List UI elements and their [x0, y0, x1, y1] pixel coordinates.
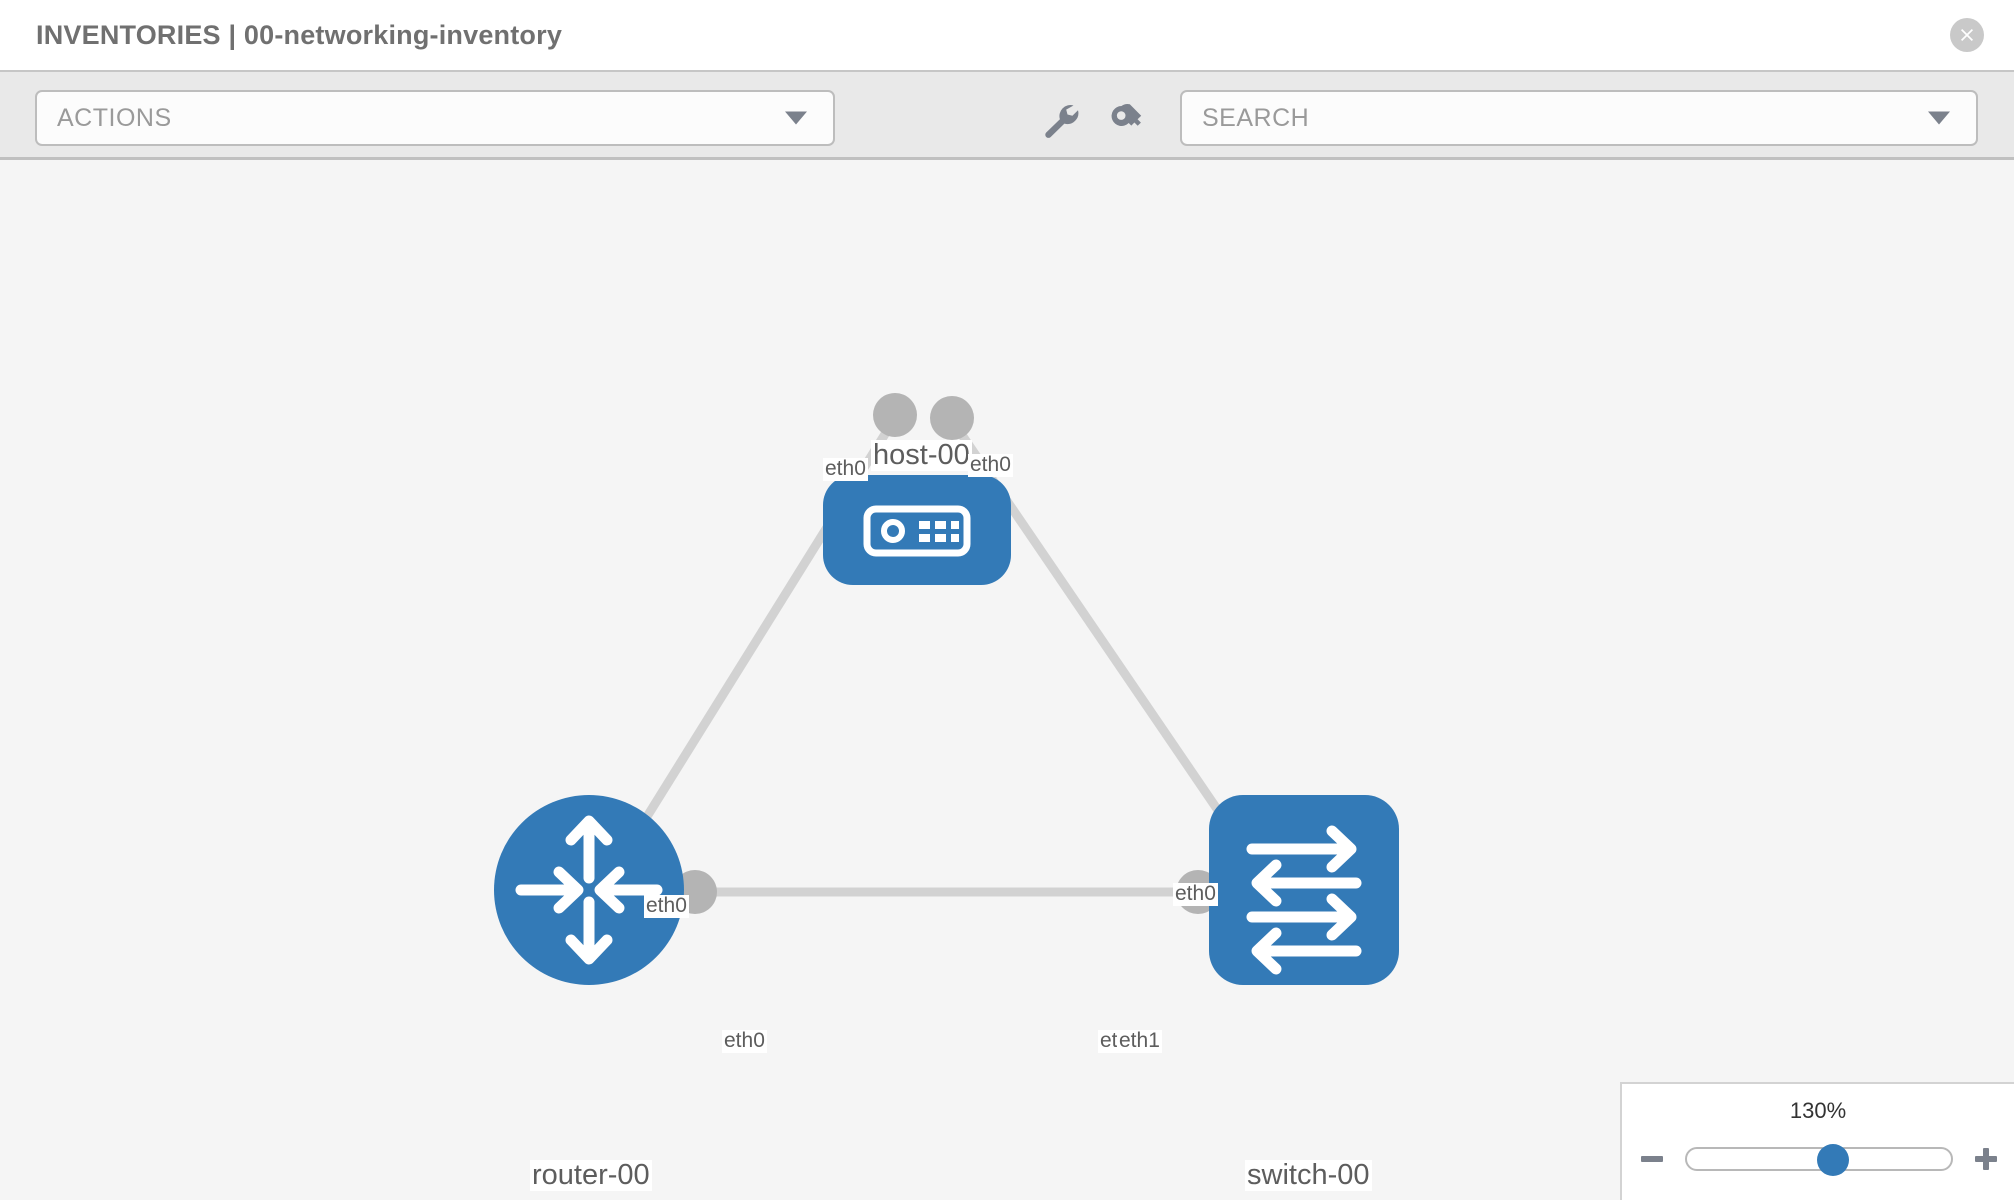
search-placeholder: SEARCH	[1202, 103, 1310, 132]
minus-icon[interactable]	[1635, 1142, 1669, 1176]
actions-dropdown-label: ACTIONS	[57, 103, 172, 132]
page-header: INVENTORIES | 00-networking-inventory	[0, 0, 2014, 70]
node-label-host-00: host-00	[871, 439, 972, 472]
router-arrows-icon	[515, 815, 663, 965]
port-label-switch-up: eth0	[1173, 882, 1218, 906]
node-host-00	[823, 475, 1011, 585]
port-label-switch-left-front: eth1	[1117, 1029, 1162, 1053]
node-label-router-00: router-00	[530, 1159, 652, 1192]
port-label-host-left: eth0	[823, 457, 868, 481]
chevron-down-icon	[785, 111, 807, 125]
search-input[interactable]: SEARCH	[1180, 90, 1978, 146]
port-label-host-right: eth0	[968, 453, 1013, 477]
toolbar: ACTIONS SEARCH	[0, 70, 2014, 160]
node-label-switch-00: switch-00	[1245, 1159, 1372, 1192]
close-icon[interactable]	[1950, 18, 1984, 52]
port-host-right	[930, 396, 974, 440]
wrench-icon[interactable]	[1038, 102, 1084, 140]
key-icon[interactable]	[1106, 102, 1152, 140]
node-router-00	[494, 795, 684, 985]
switch-arrows-icon	[1246, 825, 1362, 975]
zoom-slider-thumb[interactable]	[1817, 1144, 1850, 1176]
topology-canvas[interactable]: host-00 eth0 eth0 eth0 eth0 eth0 eth0 et…	[0, 160, 2014, 1200]
actions-dropdown[interactable]: ACTIONS	[35, 90, 835, 146]
port-host-left	[873, 393, 917, 437]
topology-graph	[494, 393, 1399, 985]
zoom-level-label: 130%	[1789, 1098, 1847, 1123]
page-title: INVENTORIES | 00-networking-inventory	[36, 19, 563, 50]
port-label-router-right: eth0	[722, 1029, 767, 1053]
server-icon	[863, 505, 971, 557]
port-label-router-up: eth0	[644, 894, 689, 918]
chevron-down-icon	[1928, 111, 1950, 125]
zoom-slider[interactable]	[1685, 1144, 1953, 1176]
node-switch-00	[1209, 795, 1399, 985]
zoom-control-panel: 130%	[1620, 1082, 2014, 1200]
plus-icon[interactable]	[1969, 1142, 2003, 1176]
